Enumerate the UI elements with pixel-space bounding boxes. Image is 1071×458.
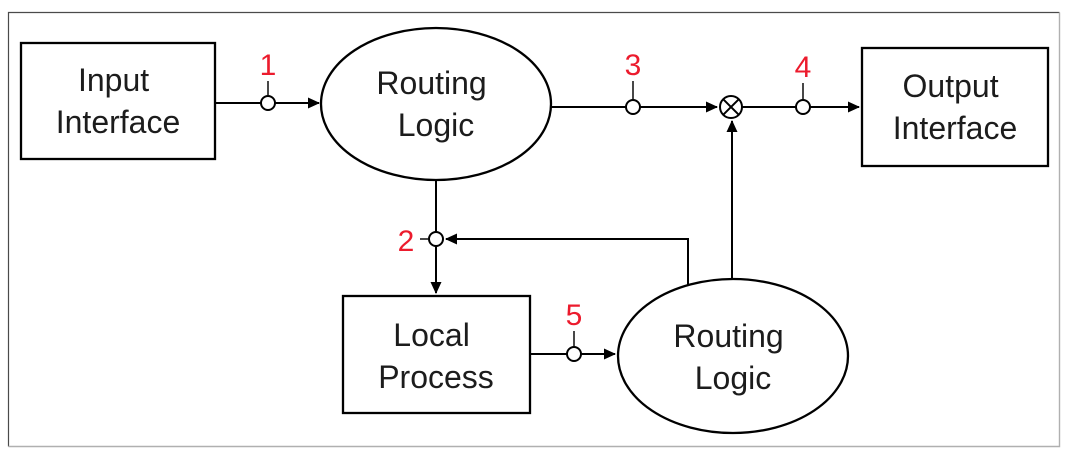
- port-ticks: [267, 81, 804, 346]
- port-label-5: 5: [566, 299, 583, 332]
- node-input-interface: [19, 41, 217, 161]
- routing-logic-bottom-label: Routing Logic: [673, 318, 792, 396]
- port-circle-1: [260, 95, 276, 111]
- port-circle-4: [795, 99, 811, 115]
- edge-feedback-routing-bottom-to-port2: [445, 233, 689, 285]
- node-routing-logic-top: [319, 26, 553, 182]
- port-label-3: 3: [625, 49, 642, 82]
- port-circle-2: [428, 231, 444, 247]
- output-interface-label: Output Interface: [893, 68, 1018, 146]
- port-circle-3: [625, 99, 641, 115]
- routing-logic-top-label: Routing Logic: [376, 65, 495, 143]
- input-interface-label: Input Interface: [56, 62, 181, 140]
- port-circles: [260, 95, 811, 362]
- circled-times-icon: [719, 95, 743, 119]
- frame-border-bottomright: [8, 12, 1061, 448]
- port-circle-5: [566, 346, 582, 362]
- port-label-1: 1: [260, 49, 277, 82]
- node-output-interface: [860, 46, 1050, 168]
- port-label-4: 4: [795, 51, 812, 84]
- port-label-2: 2: [398, 225, 415, 258]
- node-local-process: [341, 294, 532, 415]
- node-routing-logic-bottom: [616, 277, 850, 435]
- frame-border-topleft: [7, 11, 1060, 447]
- local-process-label: Local Process: [378, 317, 494, 395]
